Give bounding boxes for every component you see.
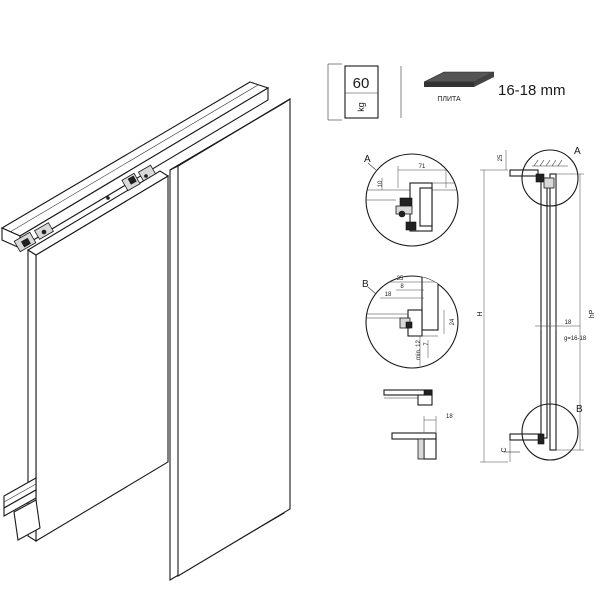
- isometric-assembly: [0, 81, 291, 581]
- bottom-guide-front: [3, 489, 37, 517]
- elevation-dim-18: 18: [565, 320, 572, 326]
- detail-b-label: B: [362, 279, 369, 290]
- detail-a: [365, 153, 459, 247]
- detail-b-dim-min12: min. 12: [416, 340, 422, 360]
- detail-a-label: A: [364, 154, 371, 165]
- detail-b-dim-18: 18: [385, 292, 392, 298]
- detail-b-dim-8: 8: [400, 284, 404, 290]
- load-value: 60: [353, 75, 370, 92]
- load-unit: kg: [356, 102, 366, 112]
- bottom-guide-foot: [13, 499, 41, 541]
- detail-b-dim-7: 7: [424, 342, 430, 346]
- top-carriages: [13, 164, 157, 253]
- rear-panel-edge: [177, 98, 291, 577]
- load-badge: [327, 63, 402, 121]
- panel-sample-icon: [423, 71, 495, 87]
- detail-b-dim-35: 35: [397, 276, 404, 282]
- elevation-dim-c: C: [501, 447, 508, 452]
- elevation-b-label: B: [576, 404, 583, 415]
- lower-guide-detail: [383, 389, 437, 460]
- detail-b: [365, 275, 459, 369]
- panel-label: ПЛИТА: [437, 96, 461, 103]
- front-panel-face: [35, 175, 169, 542]
- elevation-dim-h: H: [477, 311, 484, 316]
- rear-panel-top-edge: [169, 98, 291, 171]
- detail-a-dim-71: 71: [419, 164, 426, 170]
- panel-thickness: 16-18 mm: [498, 82, 566, 99]
- detail-a-dim-10: 10: [378, 180, 384, 187]
- front-panel-top: [26, 170, 170, 256]
- elevation-a-label: A: [574, 146, 581, 157]
- elevation-dim-25: 25: [498, 154, 504, 161]
- elevation-gap-range: g=16-18: [564, 336, 587, 342]
- lower-guide-dim-18: 18: [446, 414, 453, 420]
- detail-b-dim-24: 24: [450, 318, 456, 325]
- elevation-view: [480, 149, 584, 463]
- elevation-dim-hp: hP: [589, 309, 596, 318]
